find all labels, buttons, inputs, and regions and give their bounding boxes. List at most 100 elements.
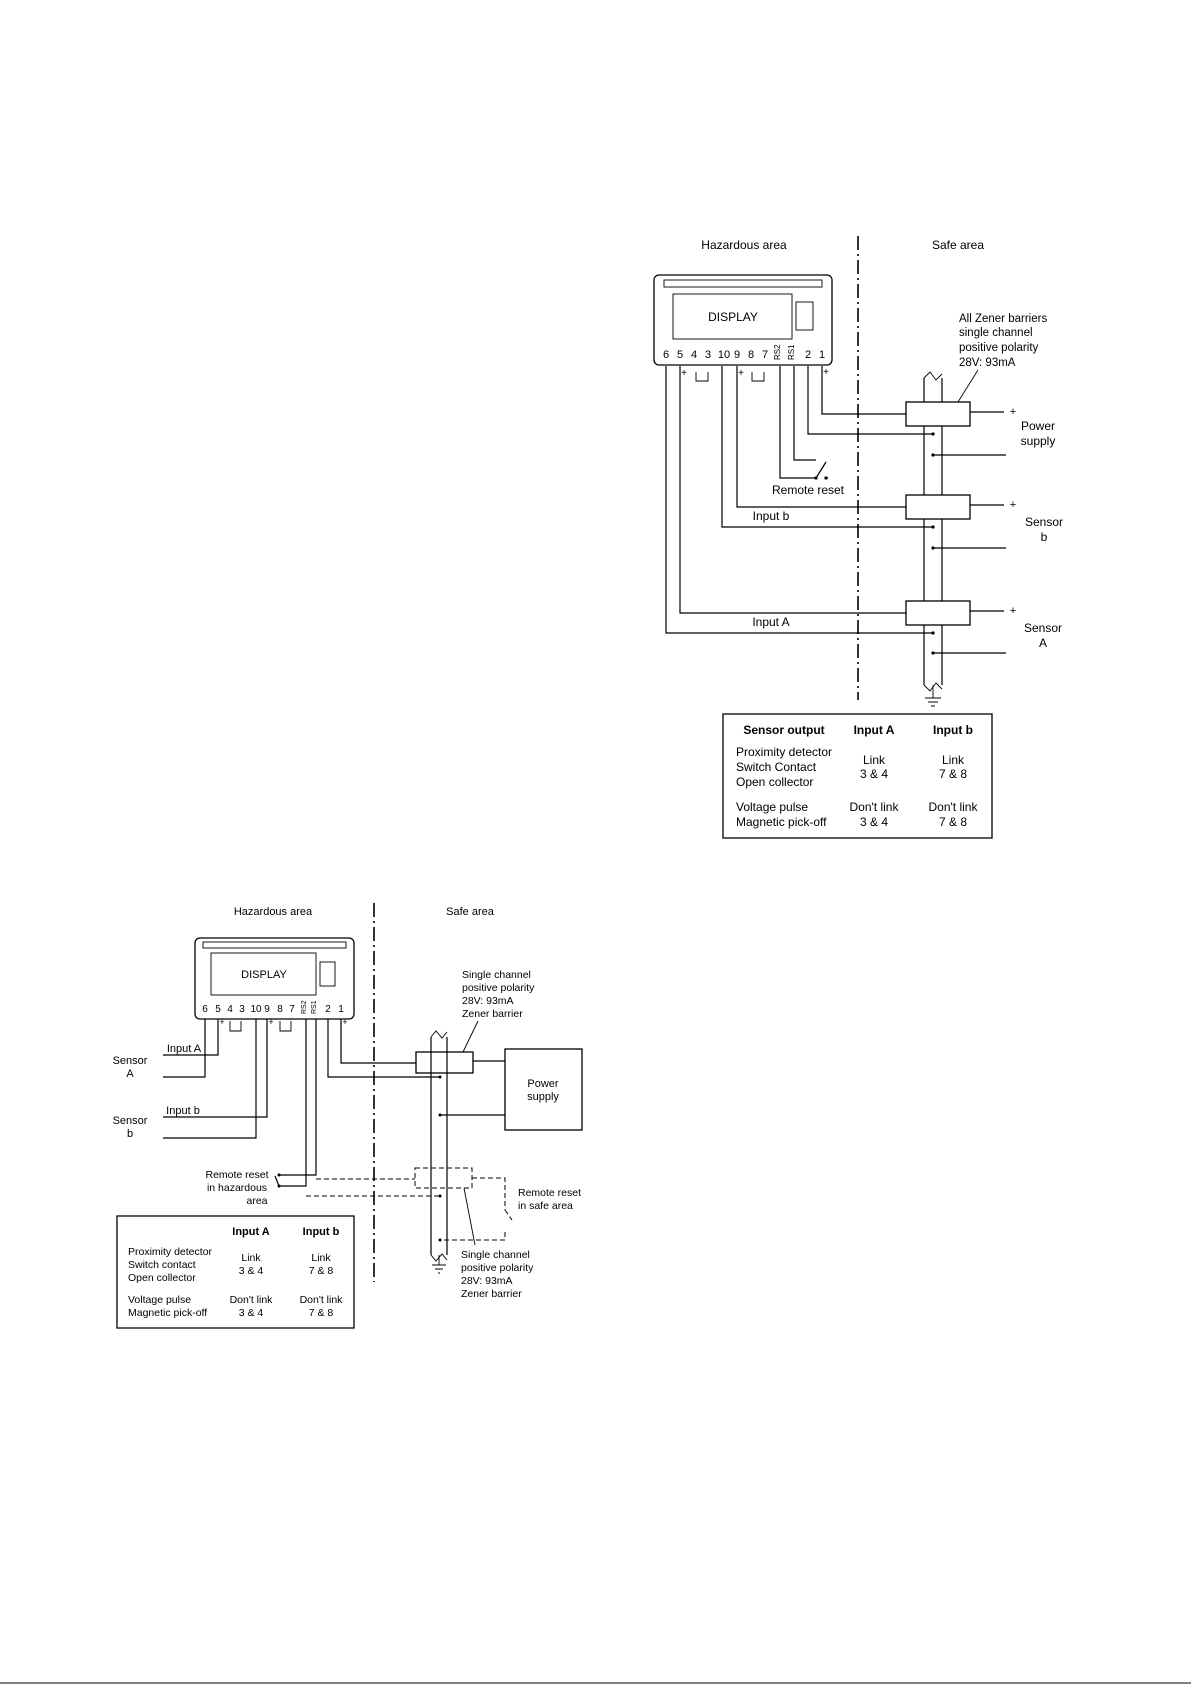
ground-icon — [925, 697, 941, 707]
plus-sign: + — [823, 367, 829, 378]
plus-sign: + — [738, 368, 744, 379]
barrier-note: All Zener barriers single channel positi… — [959, 313, 1047, 369]
remote-reset-hazardous-label: area — [246, 1195, 267, 1207]
table-cell: Don't link — [850, 800, 900, 814]
table-cell: Switch Contact — [736, 760, 817, 774]
terminal-label: 3 — [239, 1004, 245, 1015]
input-b-label: Input b — [753, 509, 790, 523]
sensor-b-label: Sensor — [1025, 515, 1063, 529]
terminal-label: RS1 — [311, 1000, 318, 1014]
plus-sign: + — [1010, 605, 1016, 617]
remote-reset-hazardous-label: in hazardous — [207, 1182, 267, 1194]
sensor-a-label: Sensor — [1024, 621, 1062, 635]
svg-text:Zener barrier: Zener barrier — [461, 1288, 522, 1300]
terminal-label: 8 — [748, 349, 754, 361]
safe-area-reset-switch — [504, 1209, 513, 1221]
table-cell: Link — [942, 753, 965, 767]
terminal-label: 7 — [762, 349, 768, 361]
table-header: Input A — [854, 723, 895, 737]
table-cell: Link — [863, 753, 886, 767]
wire-terminal-10 — [721, 366, 933, 528]
sensor-b-label: b — [127, 1128, 133, 1140]
hazardous-area-label: Hazardous area — [234, 906, 313, 918]
zener-barrier — [905, 401, 971, 427]
table-cell: 7 & 8 — [939, 767, 967, 781]
svg-text:Single channel: Single channel — [462, 969, 531, 981]
sensor-b-label: Sensor — [113, 1115, 148, 1127]
table-header: Input b — [933, 723, 973, 737]
wire-terminal-2 — [807, 366, 933, 435]
svg-text:28V: 93mA: 28V: 93mA — [462, 995, 514, 1007]
table-cell: Link — [241, 1252, 261, 1264]
display-label: DISPLAY — [241, 969, 287, 981]
svg-text:positive polarity: positive polarity — [959, 342, 1039, 354]
plus-sign: + — [219, 1017, 224, 1027]
svg-text:positive polarity: positive polarity — [461, 1262, 534, 1274]
terminal-label: 10 — [718, 349, 730, 361]
svg-text:Single channel: Single channel — [461, 1249, 530, 1261]
table-cell: Voltage pulse — [736, 800, 808, 814]
sensor-a-label: A — [126, 1068, 134, 1080]
svg-text:All Zener barriers: All Zener barriers — [959, 313, 1047, 325]
wire-terminal-2 — [327, 1019, 440, 1078]
wire-rs2 — [279, 1019, 307, 1187]
table-cell: Switch contact — [128, 1259, 196, 1271]
sensor-a-label: Sensor — [113, 1055, 148, 1067]
svg-text:single channel: single channel — [959, 327, 1033, 339]
terminal-label: RS2 — [773, 344, 782, 360]
power-supply-label: Power — [527, 1078, 559, 1090]
terminal-label: 1 — [819, 349, 825, 361]
terminal-label: 9 — [264, 1004, 270, 1015]
terminal-label: 8 — [277, 1004, 283, 1015]
wire-terminal-1 — [821, 366, 906, 415]
link-table: Sensor output Input A Input b Proximity … — [722, 713, 993, 839]
hazardous-area-label: Hazardous area — [701, 238, 787, 252]
table-cell: 3 & 4 — [239, 1307, 264, 1319]
table-cell: Don't link — [230, 1294, 274, 1306]
barrier-note: Single channel positive polarity 28V: 93… — [462, 969, 535, 1020]
terminal-label: 10 — [250, 1004, 262, 1015]
table-cell: Open collector — [736, 775, 813, 789]
table-cell: 3 & 4 — [860, 815, 888, 829]
terminal-label: 1 — [338, 1004, 344, 1015]
table-header: Input b — [303, 1226, 340, 1238]
power-supply-box — [504, 1048, 583, 1131]
zener-barrier — [415, 1051, 474, 1074]
terminal-label: RS2 — [301, 1000, 308, 1014]
table-cell: 7 & 8 — [939, 815, 967, 829]
input-b-label: Input b — [166, 1105, 200, 1117]
terminal-label: RS1 — [787, 344, 796, 360]
table-cell: Don't link — [300, 1294, 344, 1306]
terminal-label: 6 — [202, 1004, 208, 1015]
svg-text:28V: 93mA: 28V: 93mA — [461, 1275, 513, 1287]
input-a-label: Input A — [167, 1043, 202, 1055]
terminal-label: 9 — [734, 349, 740, 361]
link-table: Input A Input b Proximity detector Switc… — [116, 1215, 355, 1329]
plus-sign: + — [681, 368, 687, 379]
optional-zener-barrier — [414, 1167, 473, 1189]
plus-sign: + — [268, 1017, 273, 1027]
table-cell: Magnetic pick-off — [736, 815, 827, 829]
remote-reset-safe-label: in safe area — [518, 1200, 573, 1212]
plus-sign: + — [342, 1017, 347, 1027]
sensor-b-label: b — [1041, 530, 1048, 544]
remote-reset-switch — [815, 461, 827, 479]
wire-terminal-10 — [163, 1019, 257, 1139]
link-7-8-bracket — [279, 1021, 292, 1032]
terminal-label: 5 — [215, 1004, 221, 1015]
remote-reset-hazardous-label: Remote reset — [205, 1169, 268, 1181]
table-cell: 7 & 8 — [309, 1307, 334, 1319]
plus-sign: + — [1010, 499, 1016, 511]
terminal-label: 2 — [325, 1004, 331, 1015]
terminal-label: 6 — [663, 349, 669, 361]
table-cell: 3 & 4 — [239, 1265, 264, 1277]
table-cell: Voltage pulse — [128, 1294, 191, 1306]
display-label: DISPLAY — [708, 310, 758, 324]
link-3-4-bracket — [229, 1021, 242, 1032]
svg-text:Zener barrier: Zener barrier — [462, 1008, 523, 1020]
link-3-4-bracket — [695, 372, 709, 382]
safe-area-label: Safe area — [932, 238, 984, 252]
zener-barrier — [905, 600, 971, 626]
table-cell: Link — [311, 1252, 331, 1264]
power-supply-label: supply — [1021, 434, 1056, 448]
